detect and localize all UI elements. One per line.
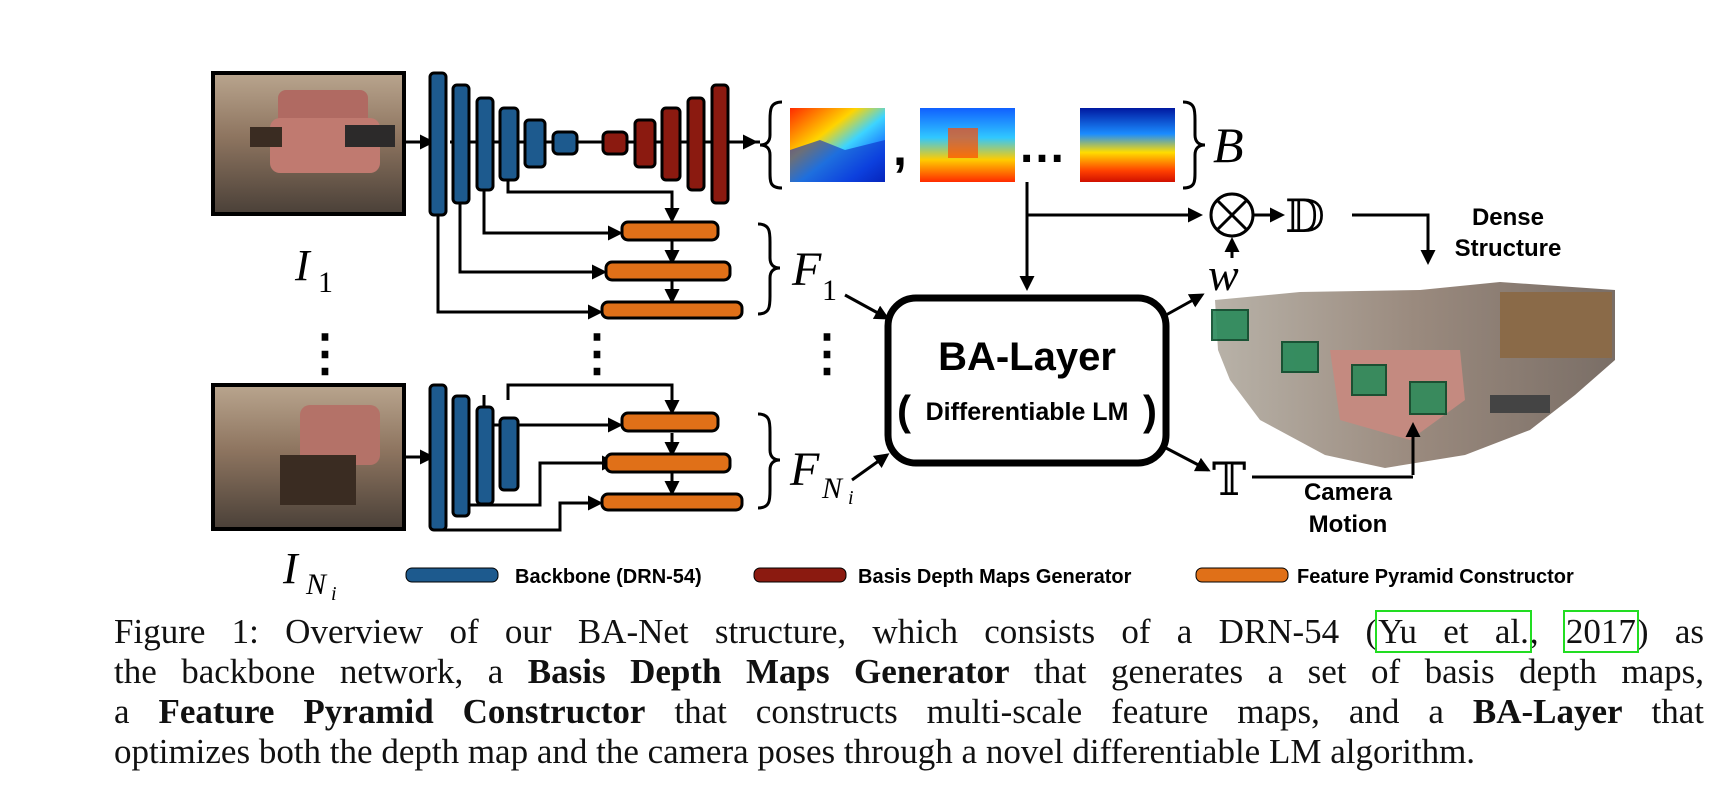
svg-text:F: F — [789, 443, 820, 496]
brace-features-bottom — [757, 412, 781, 510]
feature-pyramid-top — [600, 220, 744, 320]
brace-features-top — [757, 222, 781, 316]
feature-label-n: F N i — [789, 443, 854, 509]
basis-depth-map-1 — [790, 108, 885, 182]
basis-dots: … — [1018, 120, 1066, 173]
caption-line-2: the backbone network, a Basis Depth Maps… — [114, 652, 1704, 691]
camera-frustums — [1211, 309, 1447, 415]
svg-text:): ) — [1143, 387, 1157, 434]
basis-label: B — [1213, 117, 1244, 173]
svg-text:i: i — [331, 583, 337, 600]
basis-depth-map-n — [1080, 108, 1175, 182]
multiply-operator — [1209, 192, 1255, 238]
backbone-encoder-top — [428, 71, 579, 217]
svg-text:N: N — [821, 472, 844, 505]
caption-line-4: optimizes both the depth map and the cam… — [114, 732, 1476, 771]
camera-motion-label-1: Camera — [1304, 479, 1393, 506]
feature-label-1: F 1 — [791, 243, 837, 307]
citation-year-link[interactable]: 2017 — [1562, 610, 1639, 653]
input-image-1 — [211, 71, 406, 216]
brace-basis-left — [759, 100, 783, 190]
camera-motion-label-2: Motion — [1309, 511, 1388, 538]
legend-item-basis: Basis Depth Maps Generator — [753, 566, 1132, 588]
ellipsis-images: ⋮ — [300, 325, 350, 381]
caption-line-3: a Feature Pyramid Constructor that const… — [114, 692, 1704, 731]
reconstruction-scene — [1215, 282, 1615, 468]
backbone-encoder-bottom — [428, 383, 520, 532]
svg-text:Basis Depth Maps Generator: Basis Depth Maps Generator — [858, 566, 1132, 588]
figure-caption: Figure 1: Overview of our BA-Net structu… — [114, 610, 1705, 772]
legend-item-pyramid: Feature Pyramid Constructor — [1195, 566, 1574, 588]
legend-item-backbone: Backbone (DRN-54) — [405, 566, 702, 588]
svg-text:I: I — [294, 241, 312, 290]
svg-text:Feature Pyramid Constructor: Feature Pyramid Constructor — [1297, 566, 1574, 588]
image-label-n: I N i — [282, 544, 337, 600]
dense-structure-label-2: Structure — [1455, 235, 1562, 262]
svg-text:1: 1 — [318, 266, 333, 299]
brace-basis-right — [1182, 100, 1206, 190]
svg-text:N: N — [305, 568, 328, 600]
dense-structure-label-1: Dense — [1472, 204, 1544, 231]
basis-depth-decoder — [601, 83, 730, 205]
ellipsis-labels: ⋮ — [802, 325, 852, 381]
svg-text:BA-Layer: BA-Layer — [938, 335, 1116, 379]
ellipsis-features: ⋮ — [572, 325, 622, 381]
svg-text:1: 1 — [822, 274, 837, 307]
basis-depth-map-2 — [920, 108, 1015, 182]
svg-text:i: i — [848, 487, 854, 509]
feature-pyramid-bottom — [600, 411, 744, 512]
image-label-1: I 1 — [294, 241, 333, 299]
caption-line-1: Figure 1: Overview of our BA-Net structu… — [114, 610, 1705, 653]
svg-text:I: I — [282, 544, 300, 593]
weight-symbol: w — [1208, 249, 1239, 300]
svg-text:Backbone (DRN-54): Backbone (DRN-54) — [515, 566, 702, 588]
depth-symbol: 𝔻 — [1285, 191, 1325, 242]
motion-symbol: 𝕋 — [1212, 454, 1246, 505]
citation-author-link[interactable]: Yu et al. — [1375, 610, 1532, 653]
svg-text:F: F — [791, 243, 822, 296]
basis-separator: , — [893, 120, 907, 176]
svg-text:(: ( — [897, 387, 911, 434]
input-image-n — [211, 383, 406, 531]
legend: Backbone (DRN-54) Basis Depth Maps Gener… — [405, 566, 1574, 588]
ba-net-diagram: I 1 I N i ⋮ ⋮ ⋮ — [211, 71, 1615, 600]
ba-layer-box: BA-Layer ( Differentiable LM ) — [884, 294, 1170, 467]
svg-text:Differentiable LM: Differentiable LM — [926, 398, 1129, 426]
